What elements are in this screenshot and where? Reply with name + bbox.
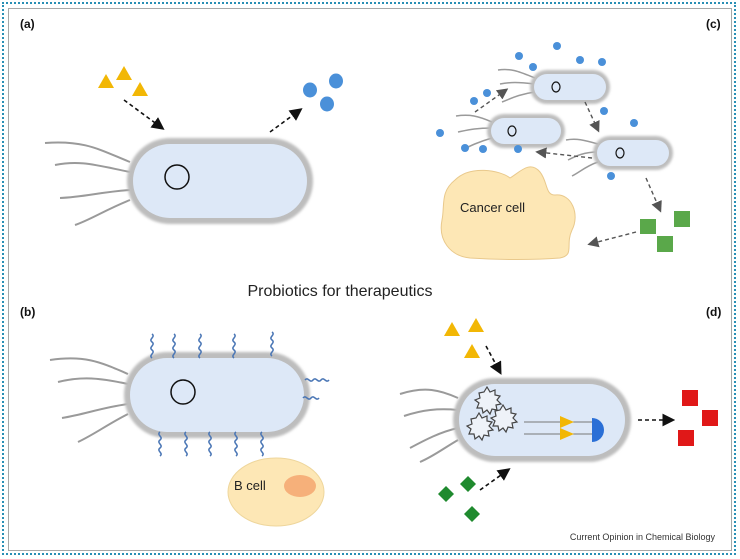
panel-label-d: (d) bbox=[706, 305, 721, 319]
figure-border bbox=[8, 8, 732, 551]
flagella bbox=[455, 114, 493, 151]
nucleoid bbox=[551, 81, 561, 93]
b-cell-nucleus bbox=[284, 475, 316, 497]
uptake-arrow bbox=[485, 345, 502, 375]
signal-arrow bbox=[479, 468, 511, 491]
flagella bbox=[49, 357, 129, 443]
figure-credit: Current Opinion in Chemical Biology bbox=[570, 532, 716, 542]
panel-a bbox=[44, 66, 343, 226]
therapeutic-squares bbox=[640, 211, 690, 252]
figure-title: Probiotics for therapeutics bbox=[248, 283, 433, 300]
bacterium bbox=[459, 384, 625, 456]
panel-label-c: (c) bbox=[706, 17, 721, 31]
panel-d bbox=[399, 318, 718, 522]
flagella bbox=[497, 68, 536, 103]
secreted-dots bbox=[303, 73, 343, 112]
cancer-cell-label: Cancer cell bbox=[460, 200, 525, 215]
b-cell-label: B cell bbox=[234, 478, 266, 493]
bacterium bbox=[130, 358, 304, 432]
nucleoid bbox=[615, 147, 625, 159]
nucleoid bbox=[164, 164, 190, 190]
surface-antigen-coils bbox=[158, 431, 264, 457]
panel-c: Cancer cell bbox=[436, 42, 690, 260]
bacterium bbox=[133, 144, 307, 218]
panel-label-a: (a) bbox=[20, 17, 35, 31]
green-diamonds bbox=[438, 476, 480, 522]
panel-b: B cell bbox=[49, 331, 330, 527]
genetic-circuit bbox=[524, 416, 604, 442]
surface-antigen-coils bbox=[150, 331, 330, 400]
secreted-dots bbox=[436, 42, 638, 180]
bacterium bbox=[597, 140, 669, 166]
red-output-squares bbox=[678, 390, 718, 446]
bacterium bbox=[534, 74, 606, 100]
triangle-molecules bbox=[444, 318, 484, 358]
flagella bbox=[565, 138, 599, 177]
flagella bbox=[399, 388, 459, 463]
panel-label-b: (b) bbox=[20, 305, 35, 319]
flagella bbox=[44, 141, 131, 226]
sensor-gear-icon bbox=[465, 385, 519, 442]
nucleoid bbox=[170, 379, 196, 405]
bacterium bbox=[491, 118, 561, 144]
cancer-cell bbox=[440, 166, 576, 260]
triangle-molecules bbox=[98, 66, 148, 96]
uptake-arrow bbox=[123, 99, 165, 130]
migration-arrows bbox=[474, 88, 662, 248]
nucleoid bbox=[507, 125, 517, 137]
secretion-arrow bbox=[269, 108, 303, 133]
